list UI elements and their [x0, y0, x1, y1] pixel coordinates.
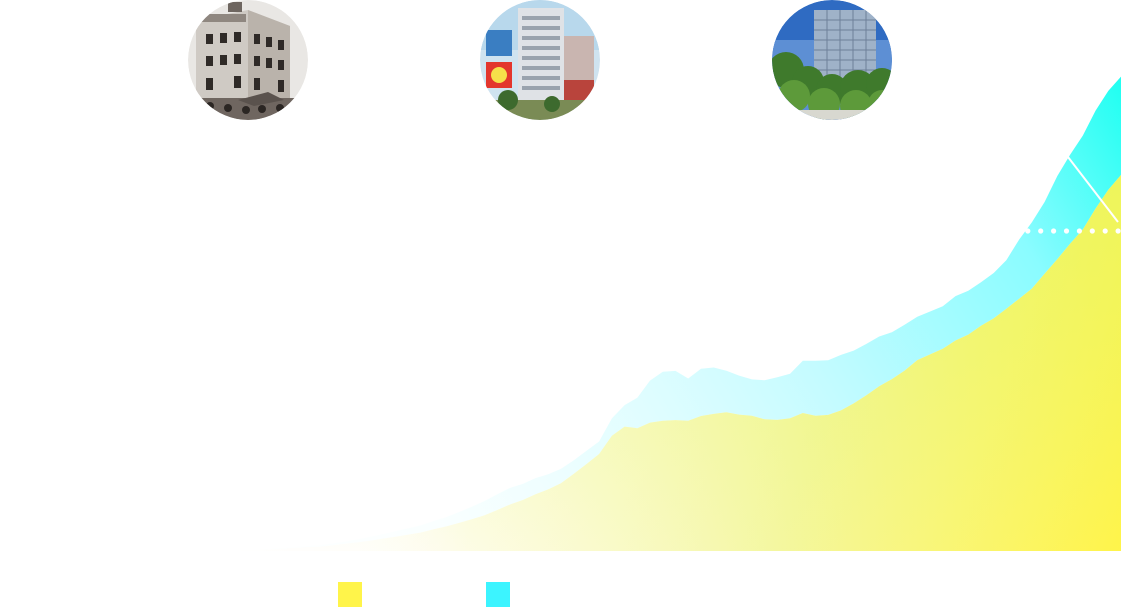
annotation-dotted-line	[999, 228, 1121, 234]
annotation-dot	[1012, 228, 1018, 234]
annotation-dot	[1025, 228, 1031, 234]
modern-tower-photo	[772, 0, 892, 120]
series-area-cyan	[230, 76, 1121, 551]
historic-building-photo	[188, 0, 308, 120]
annotation-dot	[1089, 228, 1095, 234]
annotation-dot	[999, 228, 1005, 234]
left-fade-overlay	[230, 300, 470, 555]
annotation-leader-line	[1067, 156, 1119, 223]
annotation-dot	[1115, 228, 1121, 234]
annotation-callout	[999, 156, 1121, 234]
mid-century-building-photo	[480, 0, 600, 120]
annotation-dot	[1102, 228, 1108, 234]
legend-swatch-yellow	[338, 582, 362, 607]
annotation-dot	[1038, 228, 1044, 234]
legend-swatch-cyan	[486, 582, 510, 607]
annotation-dot	[1076, 228, 1082, 234]
series-area-yellow-highlight	[230, 175, 1121, 551]
annotation-dot	[1051, 228, 1057, 234]
annotation-dot	[1063, 228, 1070, 234]
